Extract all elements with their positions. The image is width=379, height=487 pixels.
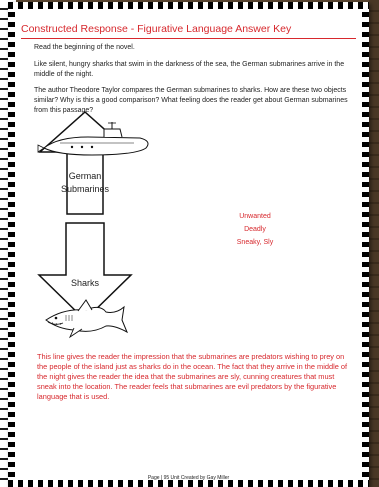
shark-icon [46,300,127,337]
answer-item: Deadly [222,223,288,236]
answer-item: Unwanted [222,210,288,223]
background-desk [369,0,379,487]
page-footer: Page | 95 Unit Created by Gay Miller [8,475,369,481]
up-arrow-label-line1: German [69,171,102,181]
worksheet-page: Constructed Response - Figurative Langua… [8,2,369,487]
up-arrow-shape [40,112,130,214]
feelings-answer-list: Unwanted Deadly Sneaky, Sly [222,210,288,249]
comparison-diagram: German Submarines Sharks [8,2,369,347]
answer-explanation: This line gives the reader the impressio… [37,352,355,402]
answer-item: Sneaky, Sly [222,236,288,249]
up-arrow-label-line2: Submarines [61,184,110,194]
down-arrow-label: Sharks [71,278,100,288]
